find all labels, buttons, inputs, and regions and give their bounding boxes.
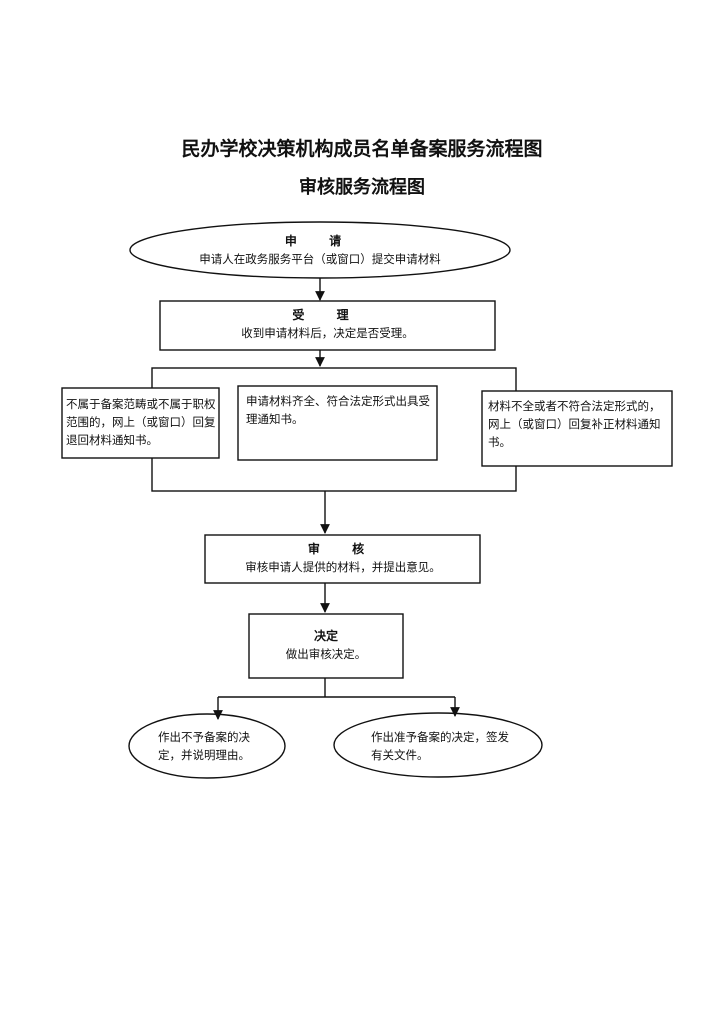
review-heading: 审 核	[307, 542, 379, 556]
branch-left-shape	[61, 387, 220, 459]
branch-right-text: 材料不全或者不符合法定形式的，网上（或窗口）回复补正材料通知书。	[488, 399, 661, 449]
page-subtitle: 审核服务流程图	[299, 177, 425, 198]
branch-middle-text: 申请材料齐全、符合法定形式出具受理通知书。	[246, 394, 430, 426]
result-approve-text: 作出准予备案的决定，签发有关文件。	[371, 730, 509, 762]
branch-left-text: 不属于备案范畴或不属于职权范围的，网上（或窗口）回复退回材料通知书。	[66, 397, 216, 447]
decide-heading: 决定	[313, 629, 338, 643]
review-text: 审核申请人提供的材料，并提出意见。	[245, 560, 441, 574]
branch-right-shape	[481, 390, 673, 467]
result-approve-node: 作出准予备案的决定，签发有关文件。	[371, 728, 509, 764]
decide-node: 决定 做出审核决定。	[252, 627, 400, 663]
accept-node: 受 理 收到申请材料后，决定是否受理。	[165, 306, 490, 342]
accept-text: 收到申请材料后，决定是否受理。	[241, 326, 414, 340]
accept-heading: 受 理	[292, 308, 363, 322]
review-node-shape	[204, 534, 481, 584]
review-node: 审 核 审核申请人提供的材料，并提出意见。	[208, 540, 478, 576]
branch-middle-node: 申请材料齐全、符合法定形式出具受理通知书。	[246, 392, 432, 428]
branch-left-node: 不属于备案范畴或不属于职权范围的，网上（或窗口）回复退回材料通知书。	[66, 395, 216, 449]
result-reject-node: 作出不予备案的决定，并说明理由。	[158, 728, 268, 764]
apply-heading: 申 请	[284, 234, 356, 248]
decide-node-shape	[248, 613, 404, 679]
branch-right-node: 材料不全或者不符合法定形式的，网上（或窗口）回复补正材料通知书。	[488, 397, 668, 451]
decide-text: 做出审核决定。	[285, 647, 367, 661]
result-reject-text: 作出不予备案的决定，并说明理由。	[158, 730, 250, 762]
apply-text: 申请人在政务服务平台（或窗口）提交申请材料	[199, 252, 441, 266]
apply-node: 申 请 申请人在政务服务平台（或窗口）提交申请材料	[135, 232, 505, 268]
accept-node-shape	[159, 300, 496, 351]
result-reject-shape	[128, 713, 286, 779]
page-title: 民办学校决策机构成员名单备案服务流程图	[181, 138, 543, 160]
result-approve-shape	[333, 712, 543, 778]
branch-middle-shape	[237, 385, 438, 461]
